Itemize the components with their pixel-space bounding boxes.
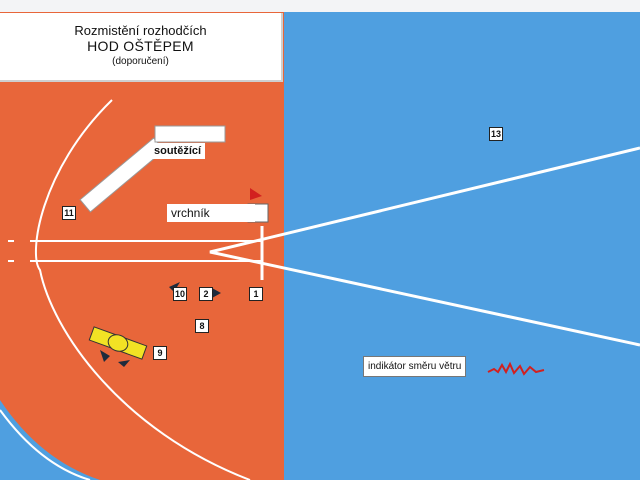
direction-arrow-icon	[118, 360, 130, 367]
position-10: 10	[173, 287, 187, 301]
pointer-icon	[212, 288, 221, 298]
position-11: 11	[62, 206, 76, 220]
position-8: 8	[195, 319, 209, 333]
position-2: 2	[199, 287, 213, 301]
landing-sector	[284, 12, 640, 480]
track-area	[0, 12, 284, 480]
judge-marker	[88, 326, 148, 360]
wind-indicator-label: indikátor směru větru	[363, 356, 467, 377]
title-line-2: HOD OŠTĚPEM	[87, 38, 194, 54]
corner-field	[0, 400, 100, 480]
diagram-title-box: Rozmistění rozhodčích HOD OŠTĚPEM (dopor…	[0, 13, 283, 82]
flag-icon	[250, 188, 262, 200]
chief-label: vrchník	[167, 204, 255, 222]
title-line-3: (doporučení)	[112, 56, 169, 67]
position-9: 9	[153, 346, 167, 360]
title-line-1: Rozmistění rozhodčích	[74, 23, 207, 38]
competitors-label: soutěžící	[150, 143, 206, 159]
track-lane-line	[34, 99, 251, 480]
track-lane-line-outer	[0, 409, 91, 480]
position-13: 13	[489, 127, 503, 141]
sector-lines	[209, 146, 640, 347]
position-1: 1	[249, 287, 263, 301]
competitors-bench-top	[154, 125, 226, 143]
wind-indicator-icon	[487, 361, 545, 376]
direction-arrow-icon	[100, 350, 110, 362]
